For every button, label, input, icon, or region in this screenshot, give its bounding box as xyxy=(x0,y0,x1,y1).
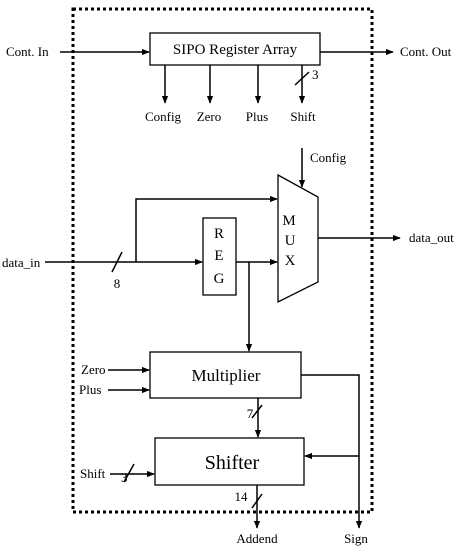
data-in-bus-slash xyxy=(111,251,123,273)
mux-letter-x: X xyxy=(285,253,296,269)
addend-bus-slash xyxy=(251,493,263,509)
plus-in-label: Plus xyxy=(79,382,101,397)
addend-label: Addend xyxy=(236,531,278,546)
mux-letter-u: U xyxy=(285,233,296,249)
plus-out-label: Plus xyxy=(246,109,268,124)
reg-block xyxy=(202,217,237,296)
sign-label: Sign xyxy=(344,531,368,546)
data-out-label: data_out xyxy=(409,230,454,245)
multiplier-block xyxy=(149,351,302,399)
data-in-bus-width: 8 xyxy=(114,276,121,291)
zero-out-label: Zero xyxy=(197,109,222,124)
mux-block xyxy=(277,173,319,304)
mux-letter-m: M xyxy=(282,213,295,229)
shift-bus-width: 3 xyxy=(312,67,319,82)
addend-bus-width: 14 xyxy=(235,489,249,504)
multiplier-label: Multiplier xyxy=(192,366,261,385)
shift-in-bus-slash xyxy=(123,463,135,483)
data-in-label: data_in xyxy=(2,255,41,270)
zero-in-label: Zero xyxy=(81,362,106,377)
reg-letter-g: G xyxy=(214,271,225,287)
sign-wire xyxy=(301,374,363,529)
shifter-block xyxy=(154,437,305,486)
cont-in-label: Cont. In xyxy=(6,44,49,59)
mult-bus-width: 7 xyxy=(247,406,254,421)
sipo-register-array-block xyxy=(149,32,321,66)
shift-in-label: Shift xyxy=(80,466,106,481)
shift-bus-slash xyxy=(294,71,310,86)
mult-bus-slash xyxy=(251,404,263,419)
config-out-label: Config xyxy=(145,109,182,124)
reg-letter-e: E xyxy=(214,248,223,264)
cont-out-label: Cont. Out xyxy=(400,44,452,59)
chip-boundary xyxy=(71,7,374,514)
reg-letter-r: R xyxy=(214,226,224,242)
shift-out-label: Shift xyxy=(290,109,316,124)
shifter-label: Shifter xyxy=(205,452,260,474)
bypass-wire xyxy=(135,195,278,262)
config-in-label: Config xyxy=(310,150,347,165)
shift-in-bus-width: 3 xyxy=(121,470,128,485)
sipo-register-array-label: SIPO Register Array xyxy=(173,42,298,58)
